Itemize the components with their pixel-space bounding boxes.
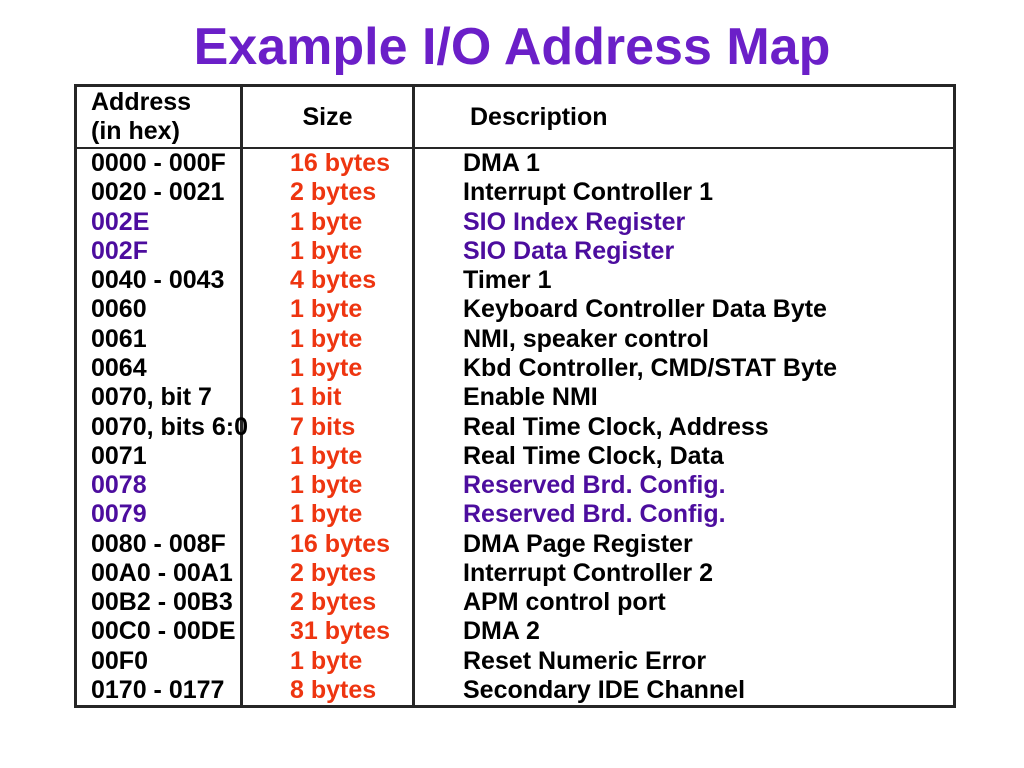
table-row: 0071 1 byte Real Time Clock, Data <box>77 441 953 471</box>
description-cell: SIO Index Register <box>463 207 686 236</box>
description-cell: DMA 2 <box>463 617 540 646</box>
address-cell: 0040 - 0043 <box>77 266 243 296</box>
description-cell: SIO Data Register <box>463 236 675 265</box>
address-cell: 0078 <box>77 470 243 501</box>
size-cell: 1 byte <box>243 353 415 384</box>
table-row: 00B2 - 00B3 2 bytes APM control port <box>77 587 953 618</box>
address-cell: 002F <box>77 236 243 267</box>
table-body: 0000 - 000F 16 bytes DMA 1 0020 - 0021 2… <box>77 149 953 706</box>
size-cell: 16 bytes <box>243 529 415 559</box>
size-cell: 16 bytes <box>243 149 415 179</box>
description-cell: Reserved Brd. Config. <box>463 500 726 529</box>
table-row: 002F 1 byte SIO Data Register <box>77 236 953 267</box>
description-cell: DMA Page Register <box>463 529 693 558</box>
description-cell: NMI, speaker control <box>463 324 709 353</box>
header-address: Address (in hex) <box>77 87 243 147</box>
table-row: 0080 - 008F 16 bytes DMA Page Register <box>77 529 953 559</box>
header-address-line1: Address <box>91 88 192 116</box>
description-cell: Secondary IDE Channel <box>463 675 746 704</box>
table-row: 0070, bits 6:0 7 bits Real Time Clock, A… <box>77 412 953 442</box>
address-cell: 0070, bits 6:0 <box>77 412 248 442</box>
description-cell: Reserved Brd. Config. <box>463 471 726 500</box>
table-row: 0079 1 byte Reserved Brd. Config. <box>77 500 953 530</box>
size-cell: 1 byte <box>243 500 415 530</box>
address-cell: 0079 <box>77 500 243 530</box>
table-row: 0170 - 0177 8 bytes Secondary IDE Channe… <box>77 675 953 706</box>
table-row: 00F0 1 byte Reset Numeric Error <box>77 646 953 676</box>
address-cell: 00A0 - 00A1 <box>77 558 243 588</box>
size-cell: 1 byte <box>243 441 415 471</box>
slide-title: Example I/O Address Map <box>193 18 831 76</box>
table-row: 0078 1 byte Reserved Brd. Config. <box>77 470 953 501</box>
address-cell: 0170 - 0177 <box>77 675 243 706</box>
size-cell: 1 byte <box>243 236 415 267</box>
table-row: 0061 1 byte NMI, speaker control <box>77 324 953 354</box>
size-cell: 1 byte <box>243 470 415 501</box>
size-cell: 1 byte <box>243 207 415 237</box>
size-cell: 1 bit <box>243 383 415 413</box>
description-cell: Timer 1 <box>463 266 552 295</box>
address-cell: 0070, bit 7 <box>77 383 243 413</box>
table-row: 0064 1 byte Kbd Controller, CMD/STAT Byt… <box>77 353 953 384</box>
table-row: 0060 1 byte Keyboard Controller Data Byt… <box>77 295 953 325</box>
table-row: 0020 - 0021 2 bytes Interrupt Controller… <box>77 178 953 208</box>
description-cell: Interrupt Controller 2 <box>463 558 714 587</box>
header-size: Size <box>243 87 415 147</box>
size-cell: 2 bytes <box>243 558 415 588</box>
table-row: 002E 1 byte SIO Index Register <box>77 207 953 237</box>
description-cell: Keyboard Controller Data Byte <box>463 295 827 324</box>
description-cell: Reset Numeric Error <box>463 646 707 675</box>
size-cell: 1 byte <box>243 295 415 325</box>
size-cell: 2 bytes <box>243 178 415 208</box>
table-row: 0000 - 000F 16 bytes DMA 1 <box>77 149 953 179</box>
description-cell: Real Time Clock, Address <box>463 412 769 441</box>
address-cell: 0064 <box>77 353 243 384</box>
table-row: 00C0 - 00DE 31 bytes DMA 2 <box>77 617 953 647</box>
description-cell: APM control port <box>463 588 666 617</box>
description-cell: Interrupt Controller 1 <box>463 178 714 207</box>
address-cell: 002E <box>77 207 243 237</box>
address-cell: 0061 <box>77 324 243 354</box>
io-address-map-table: Address (in hex) Size Description 0000 -… <box>74 84 956 708</box>
address-cell: 00B2 - 00B3 <box>77 587 243 618</box>
header-description: Description <box>470 102 608 131</box>
size-cell: 7 bits <box>243 412 415 442</box>
address-cell: 0060 <box>77 295 243 325</box>
table-row: 0070, bit 7 1 bit Enable NMI <box>77 383 953 413</box>
description-cell: Enable NMI <box>463 383 598 412</box>
header-address-line2: (in hex) <box>91 117 180 145</box>
size-cell: 1 byte <box>243 324 415 354</box>
table-header-row: Address (in hex) Size Description <box>77 87 953 149</box>
table-row: 0040 - 0043 4 bytes Timer 1 <box>77 266 953 296</box>
size-cell: 1 byte <box>243 646 415 676</box>
size-cell: 4 bytes <box>243 266 415 296</box>
description-cell: DMA 1 <box>463 149 540 178</box>
address-cell: 0071 <box>77 441 243 471</box>
address-cell: 00F0 <box>77 646 243 676</box>
address-cell: 0000 - 000F <box>77 149 243 179</box>
size-cell: 8 bytes <box>243 675 415 706</box>
address-cell: 0020 - 0021 <box>77 178 243 208</box>
address-cell: 00C0 - 00DE <box>77 617 243 647</box>
size-cell: 31 bytes <box>243 617 415 647</box>
table-row: 00A0 - 00A1 2 bytes Interrupt Controller… <box>77 558 953 588</box>
address-cell: 0080 - 008F <box>77 529 243 559</box>
size-cell: 2 bytes <box>243 587 415 618</box>
description-cell: Real Time Clock, Data <box>463 441 724 470</box>
description-cell: Kbd Controller, CMD/STAT Byte <box>463 353 838 382</box>
